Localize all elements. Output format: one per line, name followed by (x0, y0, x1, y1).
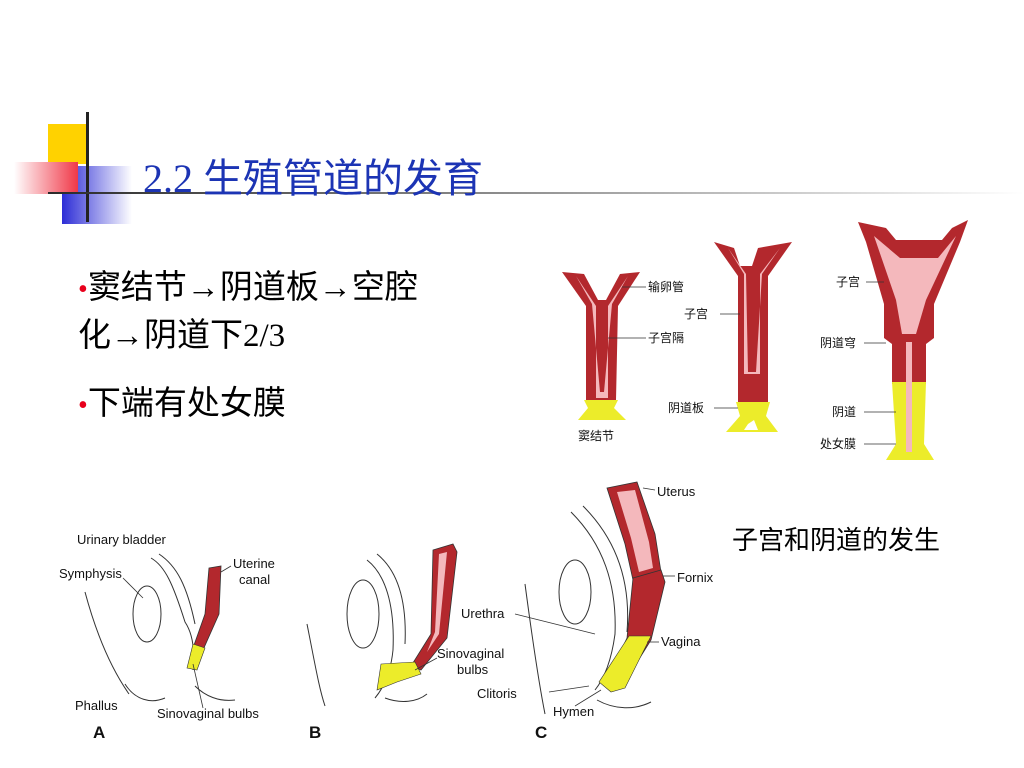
label-uterine: Uterine (233, 556, 275, 571)
label-hymen: 处女膜 (820, 436, 856, 451)
sagittal-development-figure: Urinary bladder Symphysis Uterine canal … (59, 481, 714, 742)
panel-b-drawing (306, 553, 428, 707)
sinovaginal-bulb-shape-a (186, 643, 206, 671)
title-decoration (14, 112, 1024, 224)
label-clitoris: Clitoris (477, 686, 517, 701)
sinovaginal-bulb-shape-b (376, 661, 422, 691)
label-fornix-en: Fornix (677, 570, 714, 585)
label-sinus-tubercle: 窦结节 (578, 429, 614, 443)
uterine-canal-shape-b (410, 543, 458, 671)
label-oviduct: 输卵管 (648, 279, 684, 294)
bullet-item-1: •窦结节→阴道板→空腔 (78, 270, 418, 306)
panel-label-b: B (309, 723, 321, 742)
label-vaginal-plate: 阴道板 (668, 401, 704, 415)
label-uterus-a: 子宫 (684, 306, 708, 321)
stage-3-diagram (858, 220, 968, 460)
label-septum: 子宫隔 (648, 330, 684, 345)
uterus-vagina-development-figure: 输卵管 子宫隔 窦结节 子宫 阴道板 子宫 阴道穹 阴道 处女膜 (562, 220, 968, 460)
page-title: 2.2 生殖管道的发育 (143, 156, 483, 201)
figure-caption: 子宫和阴道的发生 (732, 526, 941, 556)
label-fornix: 阴道穹 (820, 335, 856, 350)
label-hymen-en: Hymen (553, 704, 594, 719)
bullet-item-2: •下端有处女膜 (78, 386, 286, 422)
bullet-dot: • (78, 274, 88, 305)
label-vagina-en: Vagina (661, 634, 701, 649)
bullet-item-1-cont: 化→阴道下2/3 (78, 318, 286, 354)
label-phallus: Phallus (75, 698, 118, 713)
uterine-canal-shape-a (192, 565, 222, 651)
label-vagina: 阴道 (832, 405, 856, 419)
label-urinary-bladder: Urinary bladder (77, 532, 167, 547)
label-sinovaginal: Sinovaginal (437, 646, 504, 661)
label-sinovaginal-bulbs-a: Sinovaginal bulbs (157, 706, 259, 721)
label-symphysis: Symphysis (59, 566, 122, 581)
label-bulbs: bulbs (457, 662, 489, 677)
panel-label-c: C (535, 723, 547, 742)
stage-1-diagram (562, 272, 646, 420)
panel-label-a: A (93, 723, 105, 742)
label-uterus-b: 子宫 (836, 274, 860, 289)
stage-2-diagram (714, 242, 792, 432)
bullet-dot: • (78, 390, 88, 421)
label-canal: canal (239, 572, 270, 587)
label-uterus: Uterus (657, 484, 696, 499)
label-urethra: Urethra (461, 606, 505, 621)
vagina-lower-shape-c (598, 635, 652, 693)
